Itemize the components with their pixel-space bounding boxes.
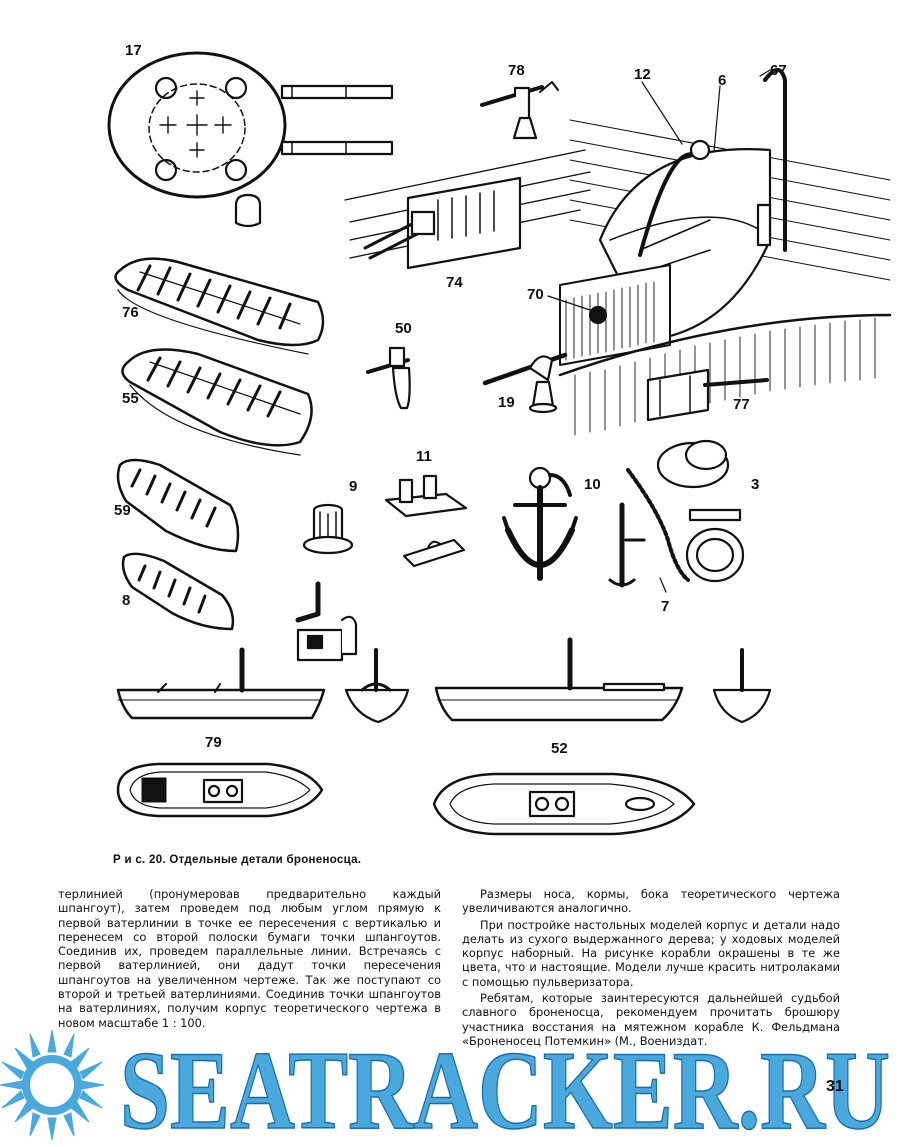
boat-76	[114, 257, 325, 355]
bitts-11	[384, 474, 468, 568]
figure-label: 12	[634, 66, 651, 83]
text-column-right: Размеры носа, кормы, бока теоретического…	[462, 887, 840, 1050]
boat-52-side	[434, 637, 772, 724]
figure-label: 8	[122, 592, 131, 609]
boat-59	[116, 458, 240, 553]
figure-label: 50	[395, 320, 412, 337]
figure-label: 76	[122, 304, 139, 321]
boat-52-top	[432, 772, 696, 836]
figure-label: 3	[751, 476, 760, 493]
gun-19	[482, 352, 568, 414]
boat-79-top	[116, 762, 324, 818]
fitting-50	[366, 346, 411, 410]
figure-label: 77	[733, 396, 750, 413]
text-column-left: терлинией (пронумеровав предварительно к…	[58, 887, 441, 1032]
figure-label: 74	[446, 274, 463, 291]
anchor-10	[502, 466, 578, 581]
gun-port-74	[344, 149, 591, 270]
anchor-with-chain-7	[608, 468, 690, 588]
hatch-3	[656, 439, 745, 583]
boat-79-side	[116, 647, 410, 724]
figure-label: 10	[584, 476, 601, 493]
sun-logo-icon	[0, 1029, 105, 1141]
figure-label: 79	[205, 734, 222, 751]
turret-17	[107, 51, 394, 228]
watermark-text: SEATRACKER.RU	[120, 1029, 890, 1147]
figure-label: 9	[349, 478, 358, 495]
ship-side-cutaway	[558, 68, 892, 436]
paragraph: Размеры носа, кормы, бока теоретического…	[462, 887, 840, 916]
paragraph: терлинией (пронумеровав предварительно к…	[58, 887, 441, 1030]
bollard-9	[302, 503, 354, 555]
figure-label: 59	[114, 502, 131, 519]
figure-label: 7	[661, 598, 670, 615]
boat-8	[121, 552, 235, 631]
figure-label: 11	[416, 448, 432, 465]
boat-55	[121, 348, 313, 456]
ship-details-illustration	[107, 51, 892, 836]
gun-78	[480, 81, 559, 140]
figure-label: 78	[508, 62, 525, 79]
figure-label: 19	[498, 394, 515, 411]
watermark: SEATRACKER.RU	[0, 1028, 891, 1147]
figure-label: 17	[125, 42, 142, 59]
paragraph: Ребятам, которые заинтересуются дальнейш…	[462, 991, 840, 1048]
capstan	[295, 581, 358, 662]
figure-label: 55	[122, 390, 139, 407]
figure-label: 70	[527, 286, 544, 303]
gun-port-77	[646, 368, 769, 422]
paragraph: При постройке настольных моделей корпус …	[462, 917, 840, 989]
figure-label: 52	[551, 740, 568, 757]
page-number: 31	[826, 1078, 844, 1095]
figure-caption: Р и с. 20. Отдельные детали броненосца.	[113, 854, 362, 866]
figure-label: 67	[770, 62, 787, 79]
figure-label: 6	[718, 72, 727, 89]
